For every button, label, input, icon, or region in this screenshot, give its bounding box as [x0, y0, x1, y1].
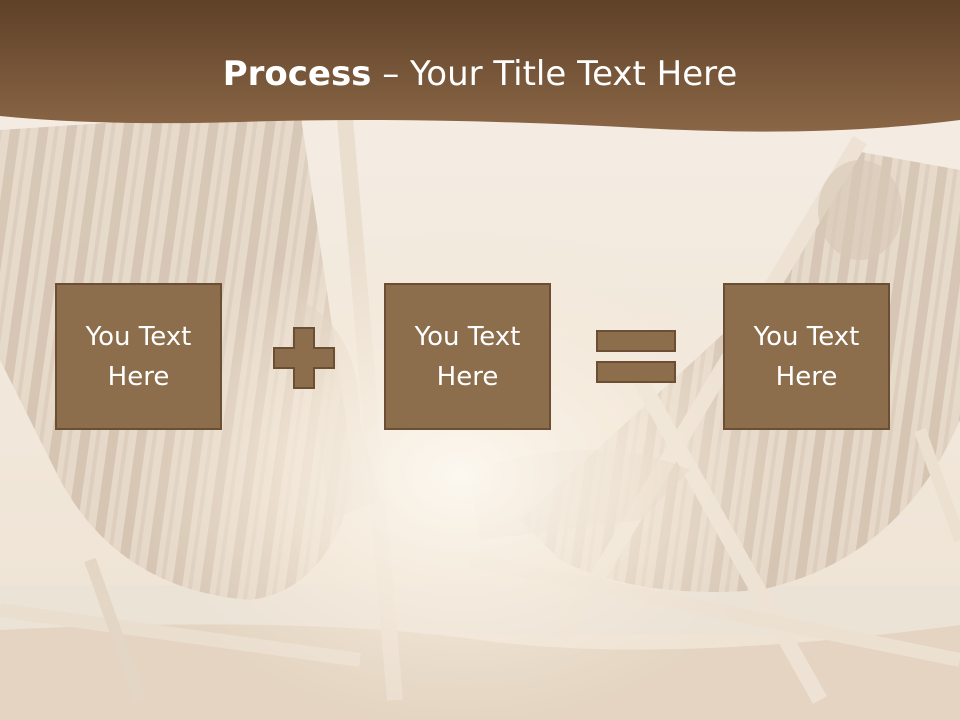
- slide-title: Process – Your Title Text Here: [0, 52, 960, 96]
- process-box-2[interactable]: You Text Here: [384, 283, 551, 430]
- title-bold: Process: [222, 54, 372, 94]
- title-rest: – Your Title Text Here: [371, 54, 738, 94]
- plus-icon: [273, 327, 335, 389]
- process-box-1[interactable]: You Text Here: [55, 283, 222, 430]
- process-box-3[interactable]: You Text Here: [723, 283, 890, 430]
- process-box-2-text: You Text Here: [414, 321, 521, 392]
- equals-icon: [596, 330, 676, 383]
- process-box-3-text: You Text Here: [753, 321, 860, 392]
- process-box-1-text: You Text Here: [85, 321, 192, 392]
